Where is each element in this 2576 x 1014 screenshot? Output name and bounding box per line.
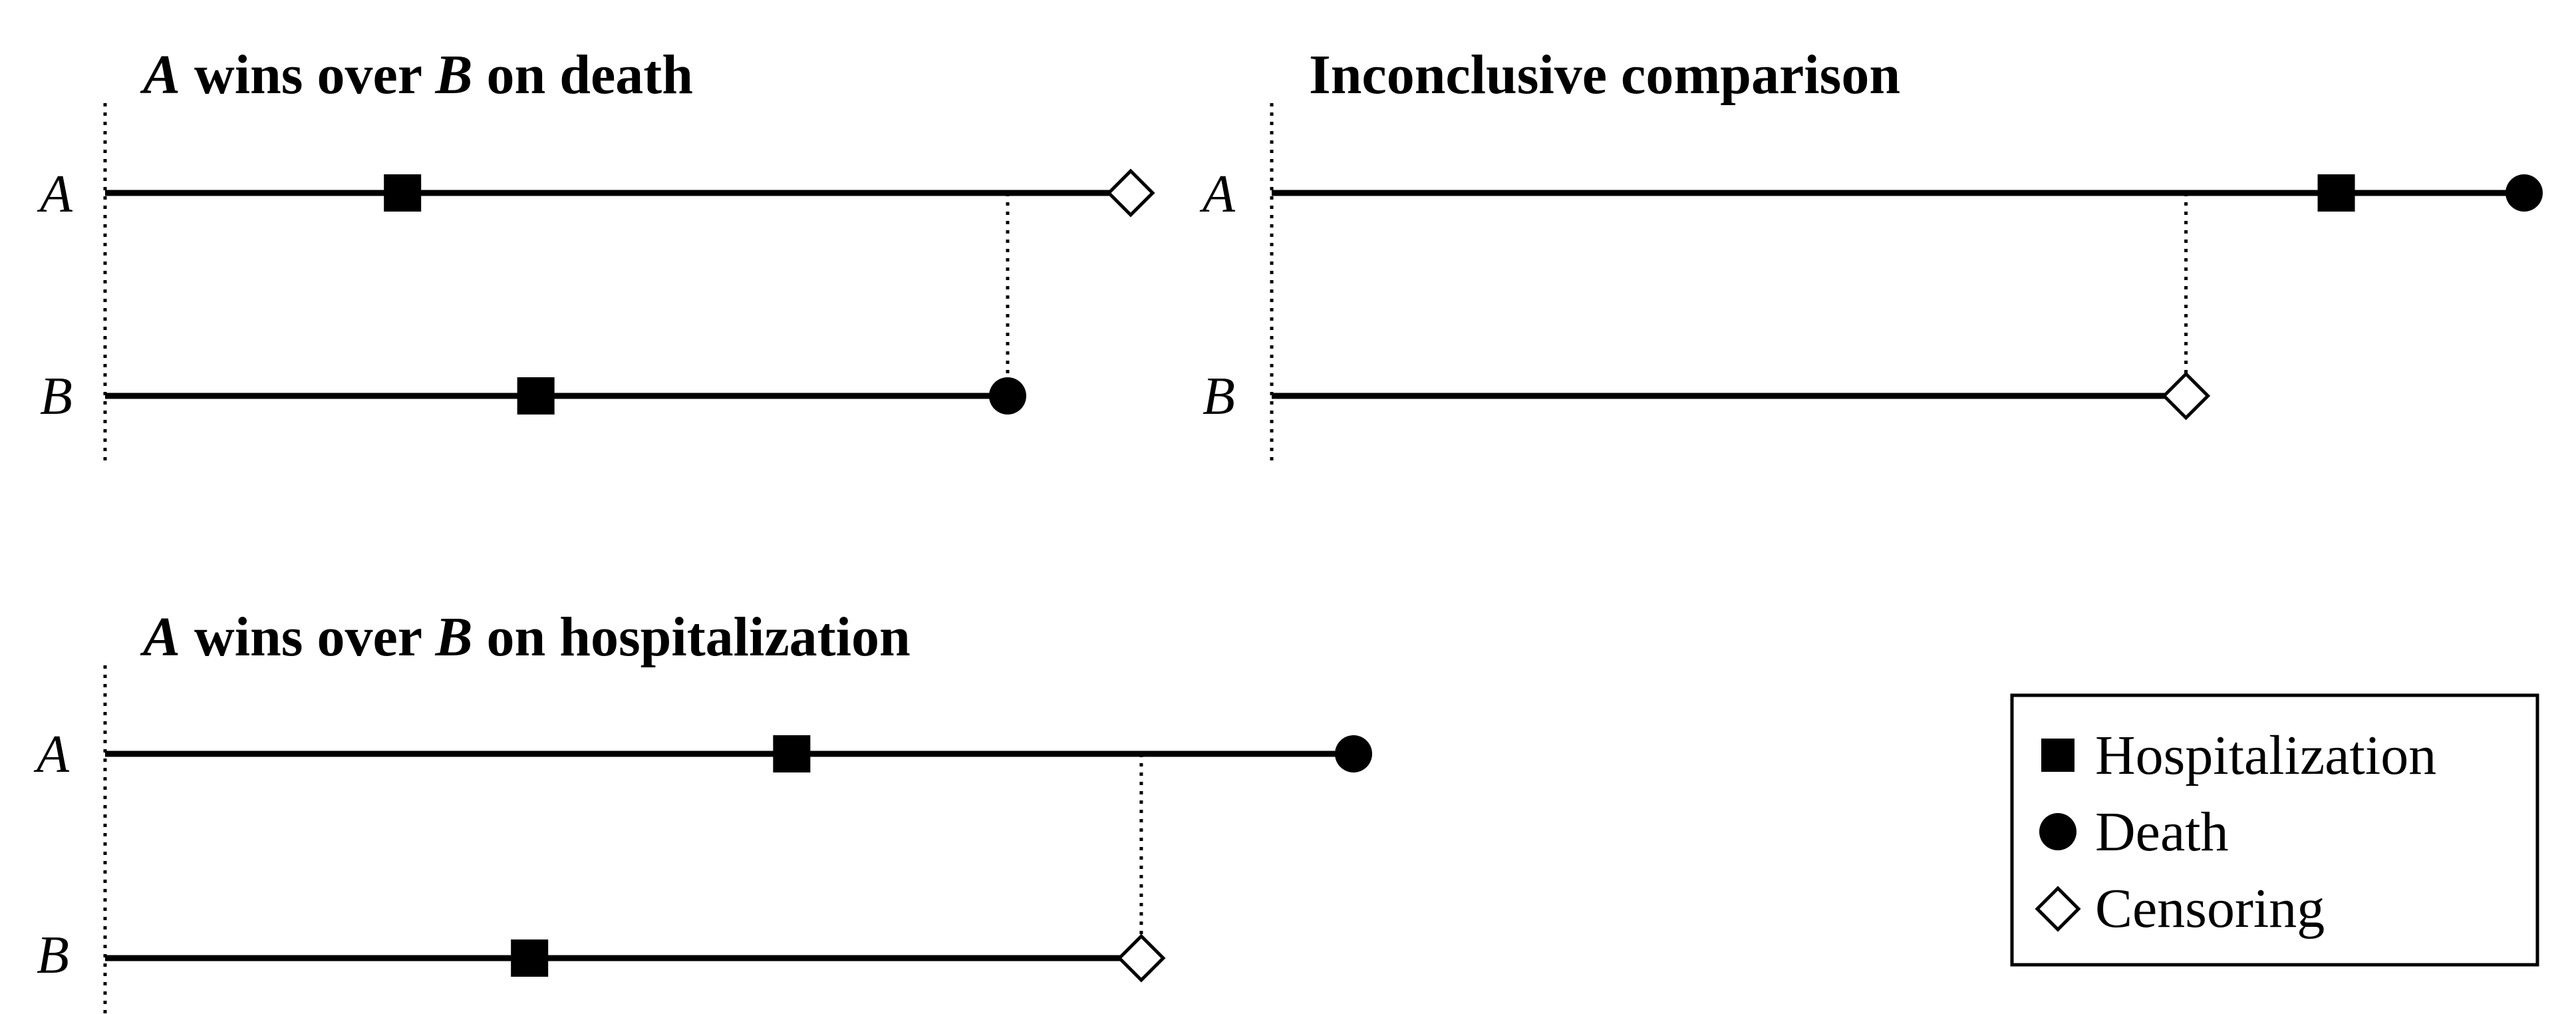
censoring-marker — [1117, 933, 1166, 983]
panel-title-death: A wins over B on death — [140, 44, 693, 106]
legend-label-censoring: Censoring — [2095, 878, 2325, 939]
hospitalization-marker — [773, 735, 811, 772]
title-b: B — [435, 606, 473, 668]
censoring-marker — [2162, 371, 2211, 421]
panel-title-hospitalization: A wins over B on hospitalization — [140, 606, 911, 668]
title-suffix: on death — [473, 44, 693, 106]
legend-label-hospitalization: Hospitalization — [2095, 725, 2436, 786]
death-symbol — [2039, 813, 2076, 850]
hospitalization-marker — [511, 939, 549, 977]
death-marker — [1335, 735, 1372, 772]
death-marker — [988, 377, 1026, 415]
row-label-a: A — [1199, 165, 1236, 224]
row-label-b: B — [40, 367, 72, 426]
row-label-a: A — [37, 165, 73, 224]
title-b: B — [435, 44, 473, 106]
row-label-b: B — [1203, 367, 1235, 426]
panel-title-inconclusive: Inconclusive comparison — [1309, 44, 1900, 106]
title-middle: wins over — [180, 606, 435, 668]
hospitalization-marker — [384, 174, 422, 212]
title-middle: Inconclusive comparison — [1309, 44, 1900, 106]
legend-box — [2010, 693, 2539, 967]
censoring-symbol — [2035, 886, 2081, 932]
panel-inconclusive-comparison: Inconclusive comparison A B — [1199, 44, 2543, 466]
hospitalization-marker — [2317, 174, 2355, 212]
title-suffix: on hospitalization — [473, 606, 911, 668]
title-a: A — [140, 606, 180, 668]
death-marker — [2505, 174, 2543, 212]
title-middle: wins over — [180, 44, 435, 106]
legend: Hospitalization Death Censoring — [2010, 693, 2539, 967]
title-a: A — [140, 44, 180, 106]
hospitalization-symbol — [2041, 739, 2075, 772]
panel-a-wins-on-hospitalization: A wins over B on hospitalization A B — [33, 606, 1372, 1014]
row-label-b: B — [37, 926, 69, 985]
legend-label-death: Death — [2095, 801, 2229, 863]
panel-a-wins-on-death: A wins over B on death A B — [37, 44, 1155, 466]
censoring-marker — [1106, 168, 1155, 218]
hospitalization-marker — [517, 377, 555, 415]
row-label-a: A — [33, 725, 70, 784]
